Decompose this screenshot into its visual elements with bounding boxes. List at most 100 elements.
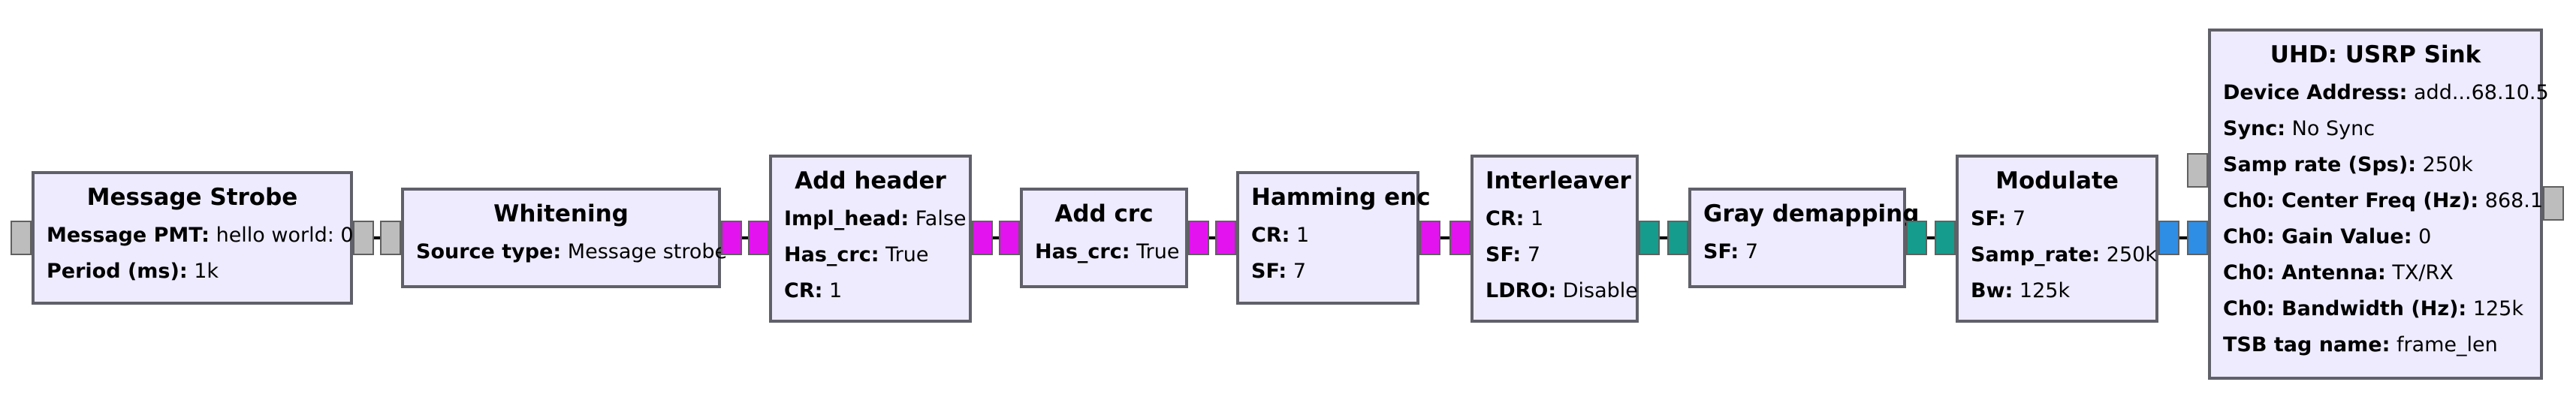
param-row: Device Address: add...68.10.5: [2223, 75, 2549, 111]
param-key: Source type:: [416, 240, 562, 263]
block-title: Whitening: [493, 200, 629, 227]
param-value: 7: [1527, 243, 1540, 266]
block-title: Modulate: [1995, 167, 2119, 194]
param-key: LDRO:: [1486, 279, 1557, 302]
output-port[interactable]: [1639, 221, 1660, 255]
param-key: Sync:: [2223, 117, 2286, 140]
param-value: No Sync: [2291, 117, 2375, 140]
output-port[interactable]: [2158, 221, 2179, 255]
input-port[interactable]: [999, 221, 1020, 255]
param-value: hello world: 0: [216, 224, 354, 247]
input-port[interactable]: [1667, 221, 1688, 255]
output-port[interactable]: [1906, 221, 1927, 255]
param-row: Bw: 125k: [1971, 273, 2143, 309]
param-row: Impl_head: False: [784, 201, 967, 237]
param-row: Period (ms): 1k: [47, 254, 338, 290]
connection-line[interactable]: [742, 236, 748, 239]
block-title: Hamming enc: [1251, 184, 1431, 211]
block-hamming-enc[interactable]: Hamming enc CR: 1 SF: 7: [1236, 171, 1431, 305]
param-row: SF: 7: [1251, 254, 1404, 290]
block-gray-demapping[interactable]: Gray demapping SF: 7: [1688, 188, 1919, 288]
connection-line[interactable]: [1927, 236, 1935, 239]
param-value: add...68.10.5: [2414, 81, 2549, 104]
param-value: Message strobe: [567, 240, 728, 263]
param-key: SF:: [1971, 207, 2007, 230]
connection-line[interactable]: [374, 236, 380, 239]
connection-line[interactable]: [1440, 236, 1449, 239]
block-add-crc[interactable]: Add crc Has_crc: True: [1020, 188, 1188, 288]
block-modulate[interactable]: Modulate SF: 7 Samp_rate: 250k Bw: 125k: [1956, 155, 2158, 323]
param-row: SF: 7: [1486, 237, 1624, 273]
output-port[interactable]: [972, 221, 993, 255]
block-title: Interleaver: [1486, 167, 1631, 194]
param-value: 0: [2418, 225, 2432, 248]
param-row: Has_crc: True: [1035, 234, 1179, 270]
input-port[interactable]: [1215, 221, 1236, 255]
param-value: 1k: [194, 260, 219, 283]
param-row: LDRO: Disable: [1486, 273, 1638, 309]
message-input-port[interactable]: [2187, 153, 2208, 188]
param-key: Ch0: Gain Value:: [2223, 225, 2412, 248]
param-row: Ch0: Antenna: TX/RX: [2223, 255, 2528, 291]
param-value: 1: [1296, 224, 1310, 247]
connection-line[interactable]: [993, 236, 999, 239]
input-port[interactable]: [380, 221, 401, 255]
param-value: 250k: [2422, 153, 2473, 176]
block-title: Add crc: [1054, 200, 1154, 227]
input-port[interactable]: [748, 221, 769, 255]
param-value: True: [885, 243, 929, 266]
param-row: Ch0: Gain Value: 0: [2223, 219, 2528, 255]
input-port[interactable]: [2187, 221, 2208, 255]
param-row: Source type: Message strobe: [416, 234, 727, 270]
output-port[interactable]: [1188, 221, 1209, 255]
param-value: frame_len: [2396, 333, 2498, 356]
param-key: Ch0: Center Freq (Hz):: [2223, 189, 2479, 212]
param-key: TSB tag name:: [2223, 333, 2390, 356]
connection-line[interactable]: [1660, 236, 1667, 239]
block-title: Add header: [795, 167, 946, 194]
param-row: CR: 1: [784, 273, 957, 309]
input-port[interactable]: [1449, 221, 1470, 255]
output-port[interactable]: [353, 221, 374, 255]
param-row: Has_crc: True: [784, 237, 957, 273]
param-key: SF:: [1251, 260, 1287, 283]
connection-line[interactable]: [2179, 236, 2187, 239]
input-port[interactable]: [1935, 221, 1956, 255]
param-value: True: [1136, 240, 1180, 263]
param-value: TX/RX: [2392, 261, 2454, 284]
connection-line[interactable]: [1209, 236, 1215, 239]
block-message-strobe[interactable]: Message Strobe Message PMT: hello world:…: [32, 171, 354, 305]
param-row: Samp rate (Sps): 250k: [2223, 147, 2528, 183]
output-port[interactable]: [2543, 186, 2564, 221]
param-key: Device Address:: [2223, 81, 2408, 104]
param-value: 7: [2012, 207, 2026, 230]
param-value: 7: [1745, 240, 1758, 263]
input-port[interactable]: [11, 221, 32, 255]
param-key: CR:: [1486, 207, 1525, 230]
output-port[interactable]: [1419, 221, 1440, 255]
param-key: SF:: [1703, 240, 1739, 263]
param-key: Impl_head:: [784, 207, 909, 230]
param-key: Message PMT:: [47, 224, 210, 247]
param-key: Period (ms):: [47, 260, 188, 283]
param-value: Disable: [1562, 279, 1638, 302]
param-row: CR: 1: [1486, 201, 1624, 237]
block-add-header[interactable]: Add header Impl_head: False Has_crc: Tru…: [769, 155, 972, 323]
output-port[interactable]: [721, 221, 742, 255]
param-value: 250k: [2106, 243, 2157, 266]
param-key: Has_crc:: [1035, 240, 1130, 263]
block-uhd-usrp-sink[interactable]: UHD: USRP Sink Device Address: add...68.…: [2208, 29, 2560, 380]
param-value: False: [915, 207, 967, 230]
param-key: CR:: [784, 279, 823, 302]
param-key: Samp_rate:: [1971, 243, 2101, 266]
block-whitening[interactable]: Whitening Source type: Message strobe: [401, 188, 727, 288]
param-row: Sync: No Sync: [2223, 111, 2528, 147]
block-interleaver[interactable]: Interleaver CR: 1 SF: 7 LDRO: Disable: [1470, 155, 1639, 323]
param-row: Ch0: Center Freq (Hz): 868.1M: [2223, 183, 2560, 219]
param-key: Samp rate (Sps):: [2223, 153, 2417, 176]
param-value: 125k: [2472, 297, 2523, 320]
param-key: CR:: [1251, 224, 1290, 247]
param-row: Ch0: Bandwidth (Hz): 125k: [2223, 291, 2528, 327]
block-title: Message Strobe: [86, 184, 298, 211]
